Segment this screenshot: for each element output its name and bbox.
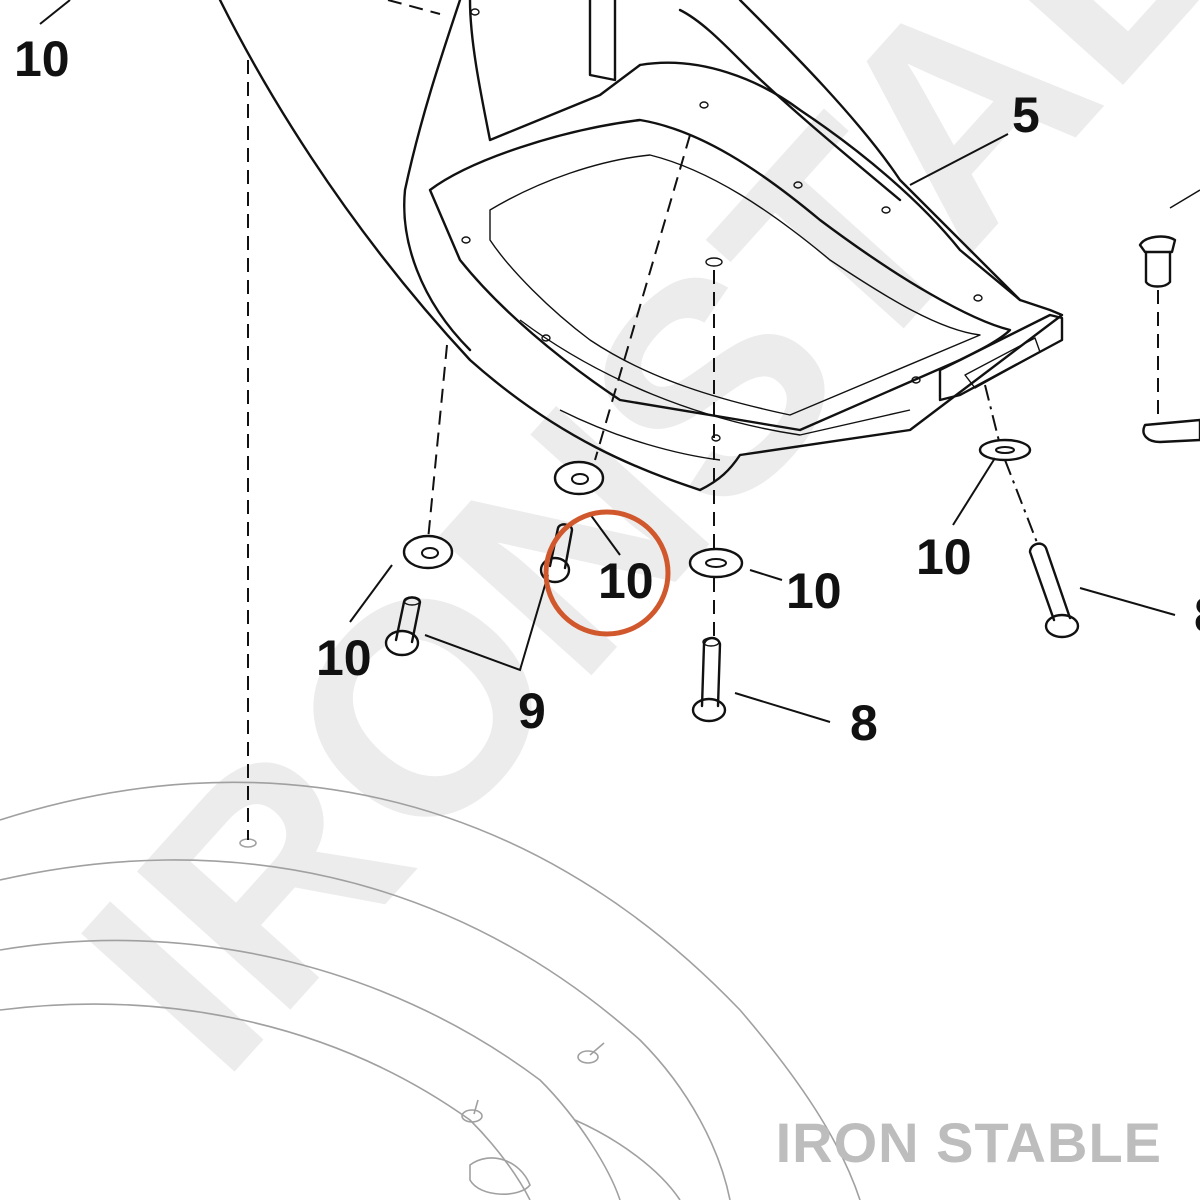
callout-10-left: 10	[316, 630, 372, 686]
seat-pan-lip	[519, 319, 911, 436]
seat-hole	[461, 236, 471, 244]
callout-10-right: 10	[916, 529, 972, 585]
seat-hole	[699, 101, 709, 109]
leader-8-right	[1079, 587, 1176, 616]
leader-10-topleft	[39, 0, 71, 25]
assembly-axes	[247, 0, 1159, 840]
highlight-circle	[543, 509, 671, 637]
axis-washer-left	[427, 344, 448, 541]
fender-stud-icon	[461, 1099, 483, 1123]
seat-hole	[541, 334, 551, 342]
seat-pan	[218, 0, 1064, 492]
fender-lip	[574, 1119, 681, 1200]
seat-cushion-edge	[678, 8, 902, 202]
seat-left-wall	[403, 0, 472, 352]
fender-edge-inner	[0, 939, 621, 1200]
callout-10-center: 10	[786, 563, 842, 619]
axis-top	[387, 0, 441, 15]
leader-10-right	[952, 457, 996, 526]
bolt-icon	[1028, 542, 1080, 639]
leader-lines	[39, 0, 1176, 723]
leader-5	[909, 133, 1009, 186]
bolt-icon	[384, 596, 422, 657]
bolt-icon	[691, 636, 727, 723]
fender-edge-inner-2	[0, 1003, 531, 1200]
callout-10-topleft: 10	[14, 31, 70, 87]
callout-10-highlighted: 10	[598, 553, 654, 609]
washer-icon	[553, 460, 605, 496]
bolt-icon	[1138, 189, 1200, 288]
callout-5: 5	[1012, 87, 1040, 143]
axis-washer-center	[594, 134, 691, 461]
seat-hole	[793, 181, 803, 189]
leader-10-left	[349, 564, 393, 623]
fender-slot	[469, 1157, 531, 1195]
seat-hole	[973, 294, 983, 302]
leader-10-center	[749, 569, 783, 581]
axis-right-upper	[984, 384, 1001, 446]
axis-right-lower	[1004, 459, 1039, 546]
seat-hole	[705, 257, 723, 267]
leader-offpage	[1169, 189, 1200, 209]
leader-10-highlighted	[589, 513, 621, 556]
seat-rear-bracket	[938, 313, 1064, 402]
seat-rear-bracket-slot	[964, 337, 1041, 389]
leader-9	[424, 574, 549, 672]
seat-outer-shell	[218, 0, 1064, 492]
seat-inner-pan	[428, 118, 1012, 432]
seat-hole	[881, 206, 891, 214]
bracket-partial	[1142, 418, 1200, 444]
callout-8-center: 8	[850, 695, 878, 751]
callout-labels: 10 5 10 10 10 10 9 8 8	[14, 31, 1200, 751]
seat-pan-floor	[489, 154, 981, 416]
seat-rim	[638, 61, 1022, 302]
seat-strap	[588, 0, 617, 82]
fender-edge-mid	[0, 859, 731, 1200]
seat-pan-lower-lip	[559, 409, 721, 461]
leader-8-center	[734, 692, 831, 723]
washer-icon	[402, 534, 454, 570]
fender-outline	[0, 781, 861, 1200]
seat-hole	[911, 376, 921, 384]
washer-icon	[978, 438, 1032, 462]
seat-hole	[470, 8, 480, 16]
fender-edge-outer	[0, 781, 861, 1200]
callout-9: 9	[518, 683, 546, 739]
seat-hole	[711, 434, 721, 442]
brand-logo-text: IRON STABLE	[776, 1111, 1162, 1174]
seat-left-tab	[468, 0, 642, 142]
fender-stud-icon	[577, 1042, 605, 1064]
washer-icon	[688, 547, 744, 579]
callout-8-right: 8	[1194, 587, 1200, 643]
